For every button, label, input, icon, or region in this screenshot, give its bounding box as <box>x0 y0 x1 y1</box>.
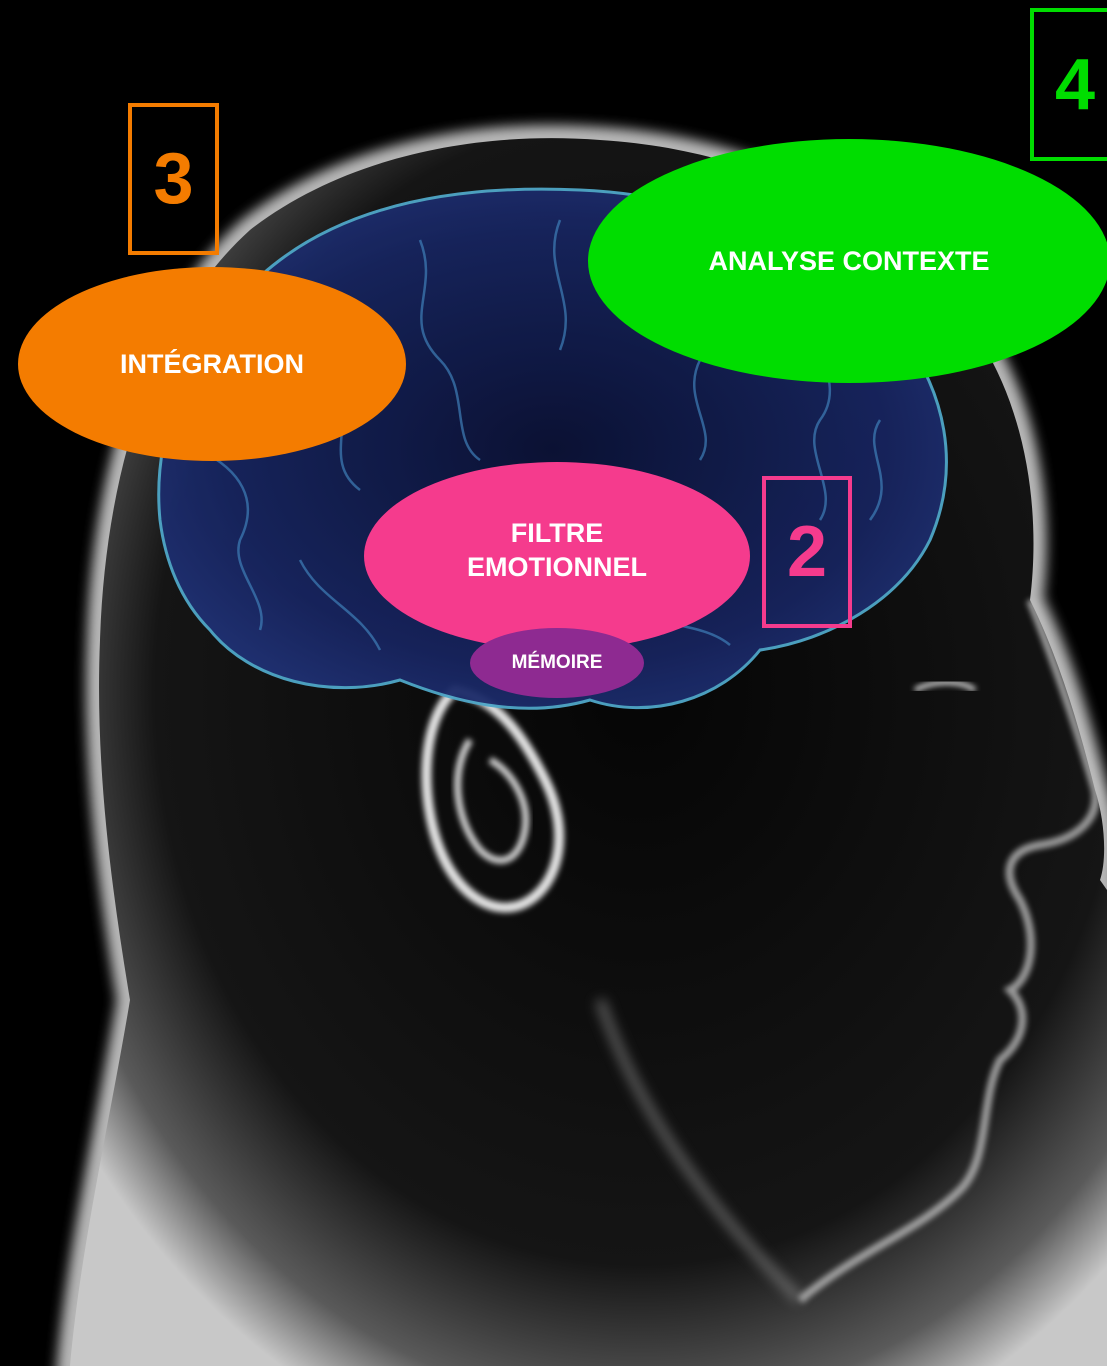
neck-line <box>595 998 804 1304</box>
step-number-4: 4 <box>1030 8 1107 161</box>
region-analyse-contexte-label: ANALYSE CONTEXTE <box>708 245 990 276</box>
step-number-2: 2 <box>762 476 852 628</box>
step-number-2-text: 2 <box>786 512 828 592</box>
face-profile-line <box>797 598 1100 1304</box>
region-memoire-label: MÉMOIRE <box>511 652 603 673</box>
step-number-4-text: 4 <box>1054 44 1096 125</box>
eye-line <box>913 680 977 693</box>
region-filtre-label-line2: EMOTIONNEL <box>467 552 647 582</box>
step-number-3-text: 3 <box>153 139 194 219</box>
step-number-3: 3 <box>128 103 219 255</box>
region-filtre-emotionnel: FILTRE EMOTIONNEL <box>364 462 750 650</box>
region-filtre-label-line1: FILTRE <box>510 518 604 548</box>
region-integration: INTÉGRATION <box>18 267 406 461</box>
ear-inner <box>454 738 530 864</box>
region-analyse-contexte: ANALYSE CONTEXTE <box>588 139 1107 383</box>
region-memoire: MÉMOIRE <box>470 628 644 698</box>
ear-outline <box>421 684 565 913</box>
region-integration-label: INTÉGRATION <box>120 348 304 379</box>
